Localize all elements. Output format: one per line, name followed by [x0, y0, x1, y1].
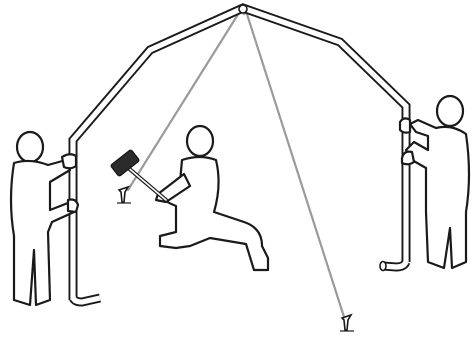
- guy-ropes: [128, 8, 345, 320]
- frame-apex-joint: [239, 5, 247, 13]
- pole-end-right: [380, 262, 386, 271]
- arch-frame-pole: [73, 5, 406, 302]
- sledgehammer-icon: [110, 149, 166, 200]
- stake-right-icon: [340, 315, 354, 331]
- guy-rope-right: [245, 8, 345, 320]
- person-kneeling-hammer-icon: [156, 126, 268, 270]
- person-left-holding-pole-icon: [11, 132, 78, 305]
